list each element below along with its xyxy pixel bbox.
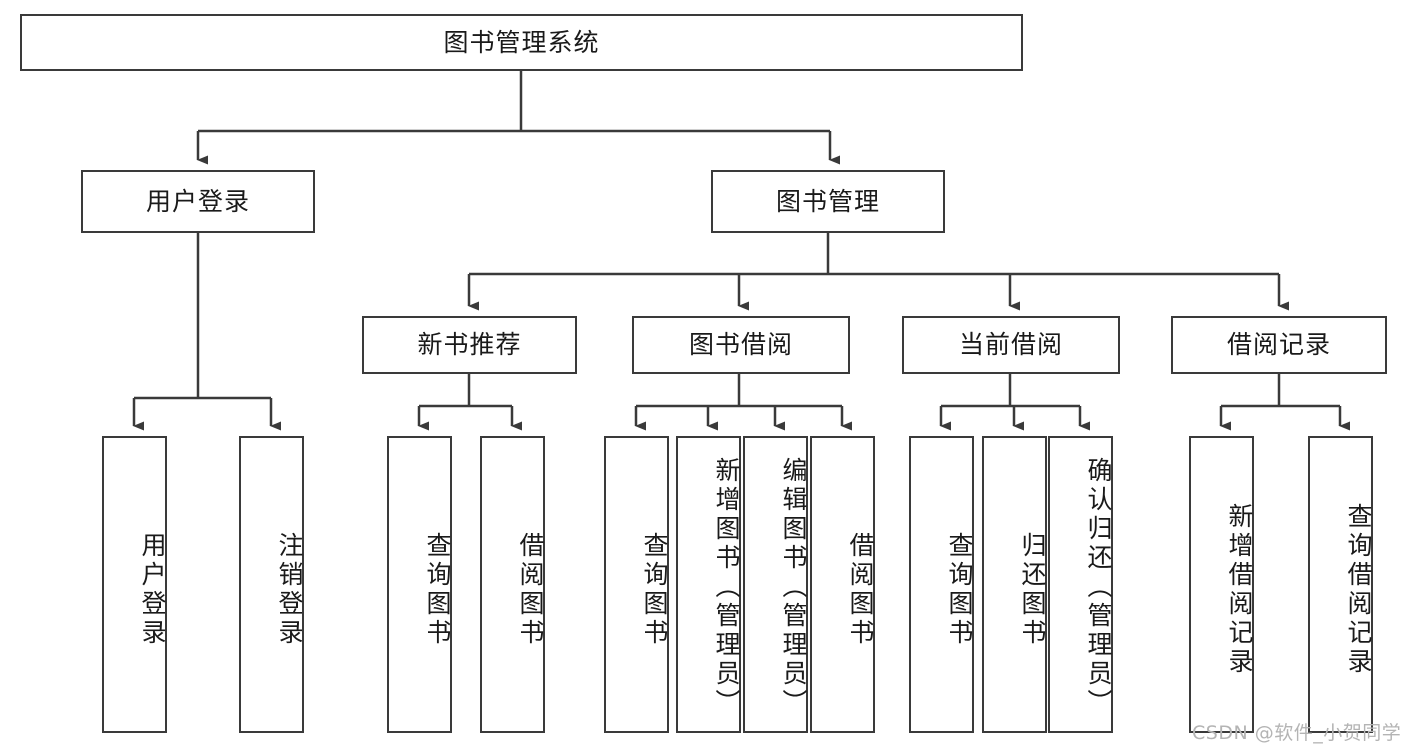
node-book-management[interactable]: 图书管理: [711, 170, 945, 233]
leaf-query-book-recommend[interactable]: 查询图书: [387, 436, 452, 733]
node-borrow-record[interactable]: 借阅记录: [1171, 316, 1387, 374]
leaf-return-book[interactable]: 归还图书: [982, 436, 1047, 733]
leaf-query-borrow-record[interactable]: 查询借阅记录: [1308, 436, 1373, 733]
node-book-borrow[interactable]: 图书借阅: [632, 316, 850, 374]
leaf-add-book-admin[interactable]: 新增图书（管理员）: [676, 436, 741, 733]
leaf-borrow-book-recommend[interactable]: 借阅图书: [480, 436, 545, 733]
leaf-confirm-return-admin[interactable]: 确认归还（管理员）: [1048, 436, 1113, 733]
watermark-text: CSDN @软件_小贺同学: [1192, 722, 1402, 744]
leaf-query-book-borrow[interactable]: 查询图书: [604, 436, 669, 733]
leaf-borrow-book[interactable]: 借阅图书: [810, 436, 875, 733]
leaf-logout[interactable]: 注销登录: [239, 436, 304, 733]
leaf-edit-book-admin[interactable]: 编辑图书（管理员）: [743, 436, 808, 733]
node-current-borrow[interactable]: 当前借阅: [902, 316, 1120, 374]
node-user-login[interactable]: 用户登录: [81, 170, 315, 233]
node-root[interactable]: 图书管理系统: [20, 14, 1023, 71]
node-new-book-recommend[interactable]: 新书推荐: [362, 316, 577, 374]
leaf-add-borrow-record[interactable]: 新增借阅记录: [1189, 436, 1254, 733]
leaf-query-book-current[interactable]: 查询图书: [909, 436, 974, 733]
leaf-user-login[interactable]: 用户登录: [102, 436, 167, 733]
